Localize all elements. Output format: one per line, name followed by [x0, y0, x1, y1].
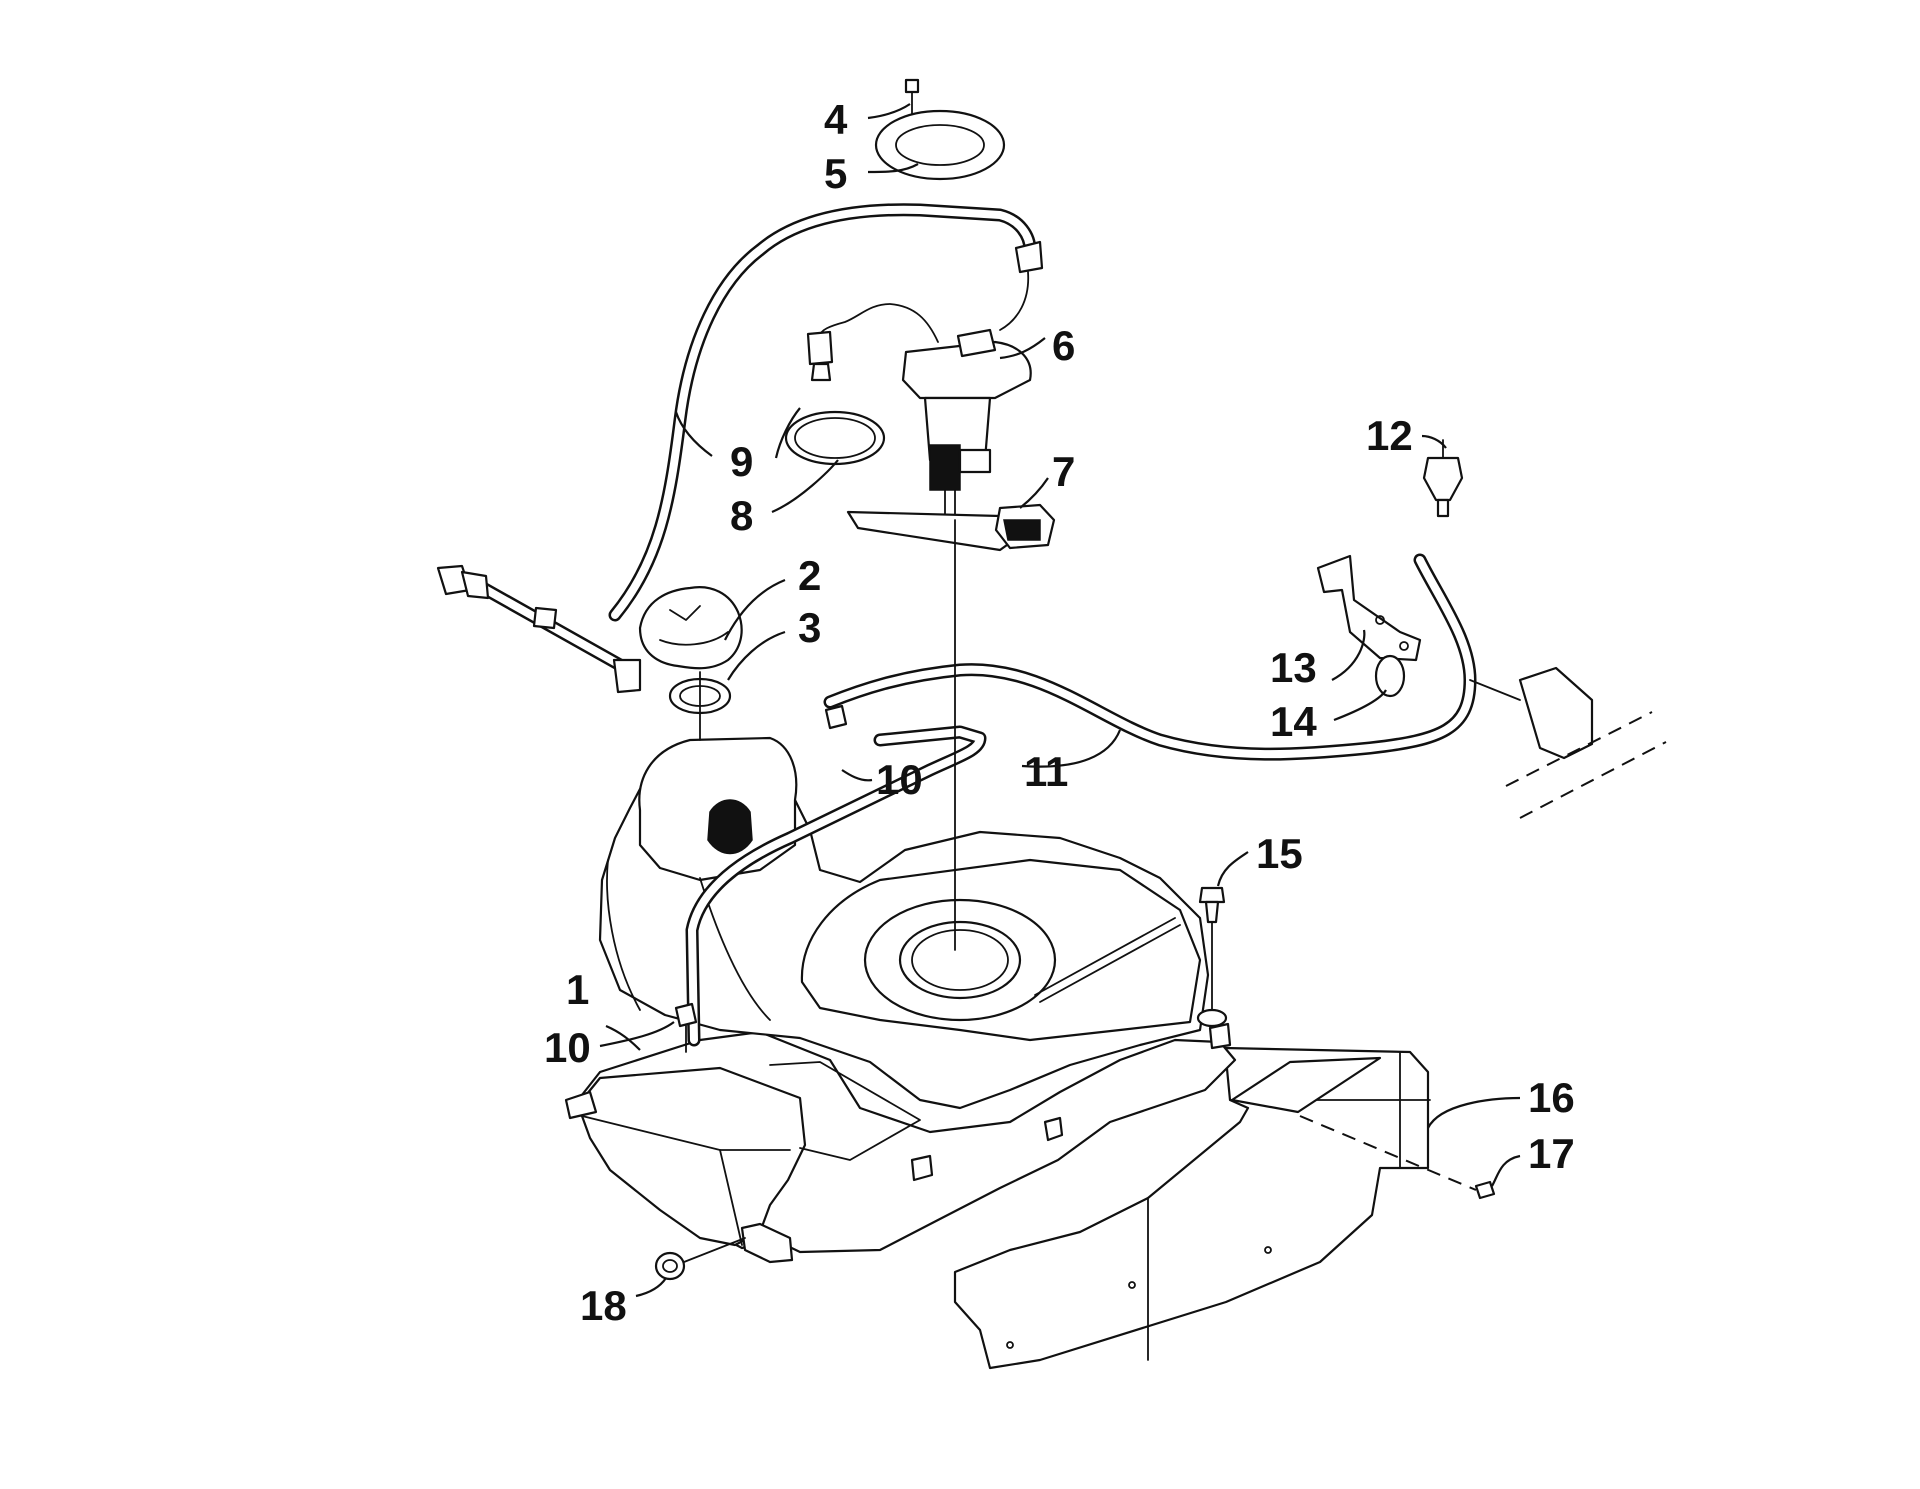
- flange-gasket: [874, 109, 1006, 181]
- callout-2: 2: [798, 552, 821, 599]
- vent-bracket: [1316, 554, 1422, 662]
- callout-11: 11: [1024, 748, 1068, 795]
- vent-fitting-lower: [674, 1002, 698, 1053]
- fuel-tank: [564, 736, 1237, 1264]
- tank-vent-hose: [685, 725, 987, 1047]
- callout-18: 18: [580, 1282, 627, 1329]
- fuel-pump-assembly: [806, 303, 1032, 521]
- callout-8: 8: [730, 492, 753, 539]
- callout-1: 1: [566, 966, 589, 1013]
- callout-15: 15: [1256, 830, 1303, 877]
- vent-hose: [823, 553, 1477, 761]
- fuel-level-sender: [846, 503, 1056, 552]
- callout-5: 5: [824, 150, 847, 197]
- callout-6: 6: [1052, 322, 1075, 369]
- vent-valve: [1422, 439, 1464, 518]
- skid-plate: [953, 1046, 1431, 1370]
- callout-17: 17: [1528, 1130, 1575, 1177]
- pump-o-ring: [784, 410, 886, 466]
- callout-3: 3: [798, 604, 821, 651]
- callout-10-upper: 10: [876, 756, 923, 803]
- fuel-cap: [638, 586, 743, 670]
- skid-plate-screw: [1299, 1115, 1496, 1200]
- fuel-supply-hose: [436, 203, 1044, 694]
- callout-4: 4: [824, 96, 848, 143]
- callout-16: 16: [1528, 1074, 1575, 1121]
- callout-labels: 1 2 3 4 5 6 7 8 9 10 10 11 12 13 14 15 1…: [544, 96, 1575, 1329]
- frame-reference: [1469, 666, 1667, 819]
- callout-12: 12: [1366, 412, 1413, 459]
- callout-9: 9: [730, 438, 753, 485]
- callout-7: 7: [1052, 448, 1075, 495]
- tank-mount-bolt: [1196, 886, 1228, 1028]
- leader-lines: [599, 103, 1521, 1298]
- hose-clip: [1374, 654, 1406, 698]
- drain-plug: [654, 1237, 746, 1281]
- callout-13: 13: [1270, 644, 1317, 691]
- vent-fitting-upper: [824, 704, 848, 730]
- callout-10-lower: 10: [544, 1024, 591, 1071]
- flange-bolt: [904, 78, 920, 123]
- callout-14: 14: [1270, 698, 1317, 745]
